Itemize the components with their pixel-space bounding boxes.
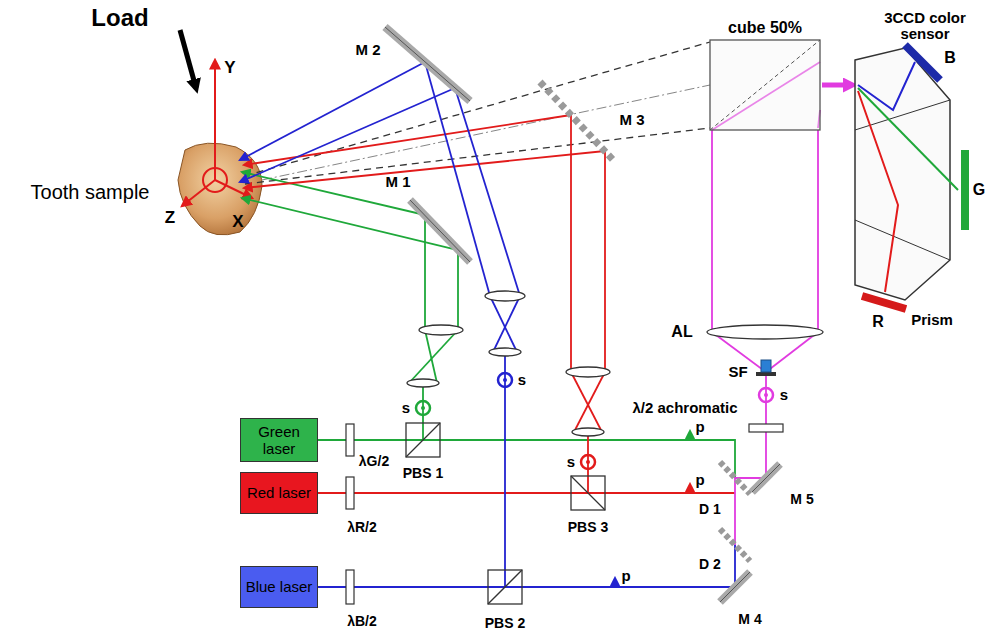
load-label: Load xyxy=(91,5,148,31)
filter-label: SF xyxy=(728,364,747,381)
mirror-label: M 5 xyxy=(790,492,813,507)
polarization-label: s xyxy=(780,387,788,404)
polarization-label: p xyxy=(695,419,704,436)
axis-label: Z xyxy=(165,209,175,228)
polarization-label: s xyxy=(518,372,526,389)
laser-box: Blue laser xyxy=(240,566,318,608)
splitter-label: PBS 1 xyxy=(403,466,443,481)
laser-name: Blue laser xyxy=(246,578,313,595)
laser-name: Red laser xyxy=(247,484,311,501)
waveplate-label: λR/2 xyxy=(347,520,377,535)
polarization-label: p xyxy=(621,568,630,585)
polarization-label: p xyxy=(695,472,704,489)
mirror-label: M 3 xyxy=(619,112,644,129)
mirror-label: M 1 xyxy=(385,174,410,191)
mirror-label: D 1 xyxy=(699,502,721,517)
splitter-label: PBS 2 xyxy=(485,616,525,631)
splitter-label: PBS 3 xyxy=(568,520,608,535)
channel-label: G xyxy=(973,181,985,199)
prism-label: Prism xyxy=(911,312,953,329)
sample-label: Tooth sample xyxy=(31,181,150,203)
waveplate-label: λB/2 xyxy=(347,614,377,629)
polarization-label: s xyxy=(402,400,410,417)
axis-label: Y xyxy=(224,59,235,78)
mirror-label: D 2 xyxy=(699,557,721,572)
laser-box: Red laser xyxy=(240,472,318,514)
channel-label: R xyxy=(872,313,884,331)
mirror-label: M 2 xyxy=(355,42,380,59)
laser-name: Green laser xyxy=(245,423,313,458)
axis-label: X xyxy=(232,213,243,232)
waveplate-label: λ/2 achromatic xyxy=(632,400,737,417)
mirror-label: M 4 xyxy=(738,612,761,627)
sensor-label: 3CCD color sensor xyxy=(875,10,975,43)
polarization-label: s xyxy=(567,454,575,471)
lens-label: AL xyxy=(671,323,692,341)
waveplate-label: λG/2 xyxy=(359,454,389,469)
laser-box: Green laser xyxy=(240,418,318,462)
cube-label: cube 50% xyxy=(728,19,802,37)
channel-label: B xyxy=(944,49,956,67)
